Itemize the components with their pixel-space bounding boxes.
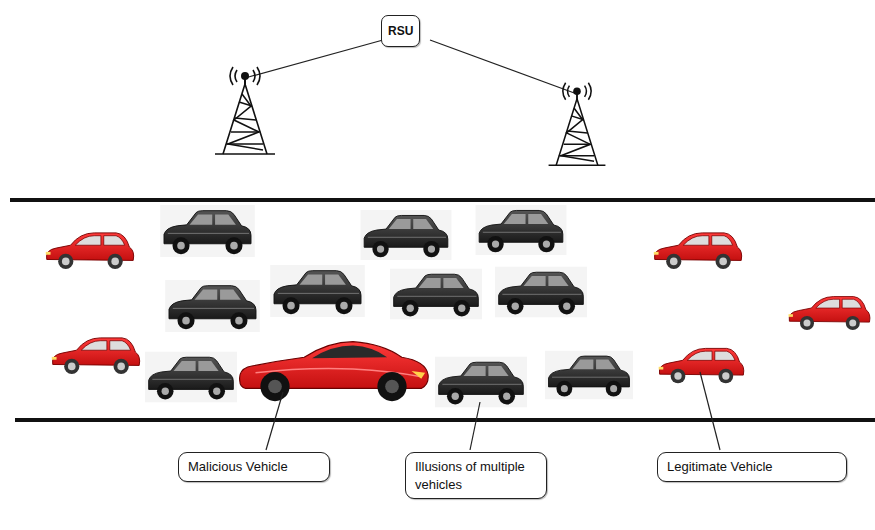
illusion-car xyxy=(476,205,567,255)
rsu-links xyxy=(245,40,577,94)
tower-left xyxy=(215,67,275,154)
leader-line xyxy=(700,372,720,450)
leader-line xyxy=(266,392,283,450)
box-label: Legitimate Vehicle xyxy=(667,458,837,476)
leader-line xyxy=(470,402,480,450)
callout-box: Malicious Vehicle xyxy=(178,452,330,482)
tower-right xyxy=(549,83,606,165)
link-line xyxy=(245,40,383,78)
rsu-box: RSU xyxy=(381,15,420,47)
illusion-cars xyxy=(145,205,633,407)
illusion-car xyxy=(361,210,452,260)
callout-box: Illusions of multiple vehicles xyxy=(405,452,547,499)
legitimate-car xyxy=(654,233,742,269)
link-line xyxy=(430,40,577,94)
legitimate-car xyxy=(52,338,140,374)
box-label: Malicious Vehicle xyxy=(188,458,320,476)
road-edge xyxy=(10,198,875,202)
legitimate-car xyxy=(46,233,134,269)
box-label: Illusions of multiple vehicles xyxy=(415,458,537,493)
leader-lines xyxy=(266,372,720,450)
illusion-car xyxy=(435,357,527,408)
legitimate-cars xyxy=(46,233,870,383)
road-edge xyxy=(15,418,875,422)
illusion-car xyxy=(165,280,260,332)
illusion-car xyxy=(270,265,365,317)
illusion-car xyxy=(495,267,587,318)
legitimate-car xyxy=(789,297,870,330)
box-label: RSU xyxy=(388,23,413,39)
illusion-car xyxy=(390,269,482,320)
illusion-car xyxy=(545,351,633,399)
callout-box: Legitimate Vehicle xyxy=(657,452,847,482)
illusion-car xyxy=(160,205,255,257)
illusion-car xyxy=(145,352,237,403)
malicious-car xyxy=(240,342,429,401)
